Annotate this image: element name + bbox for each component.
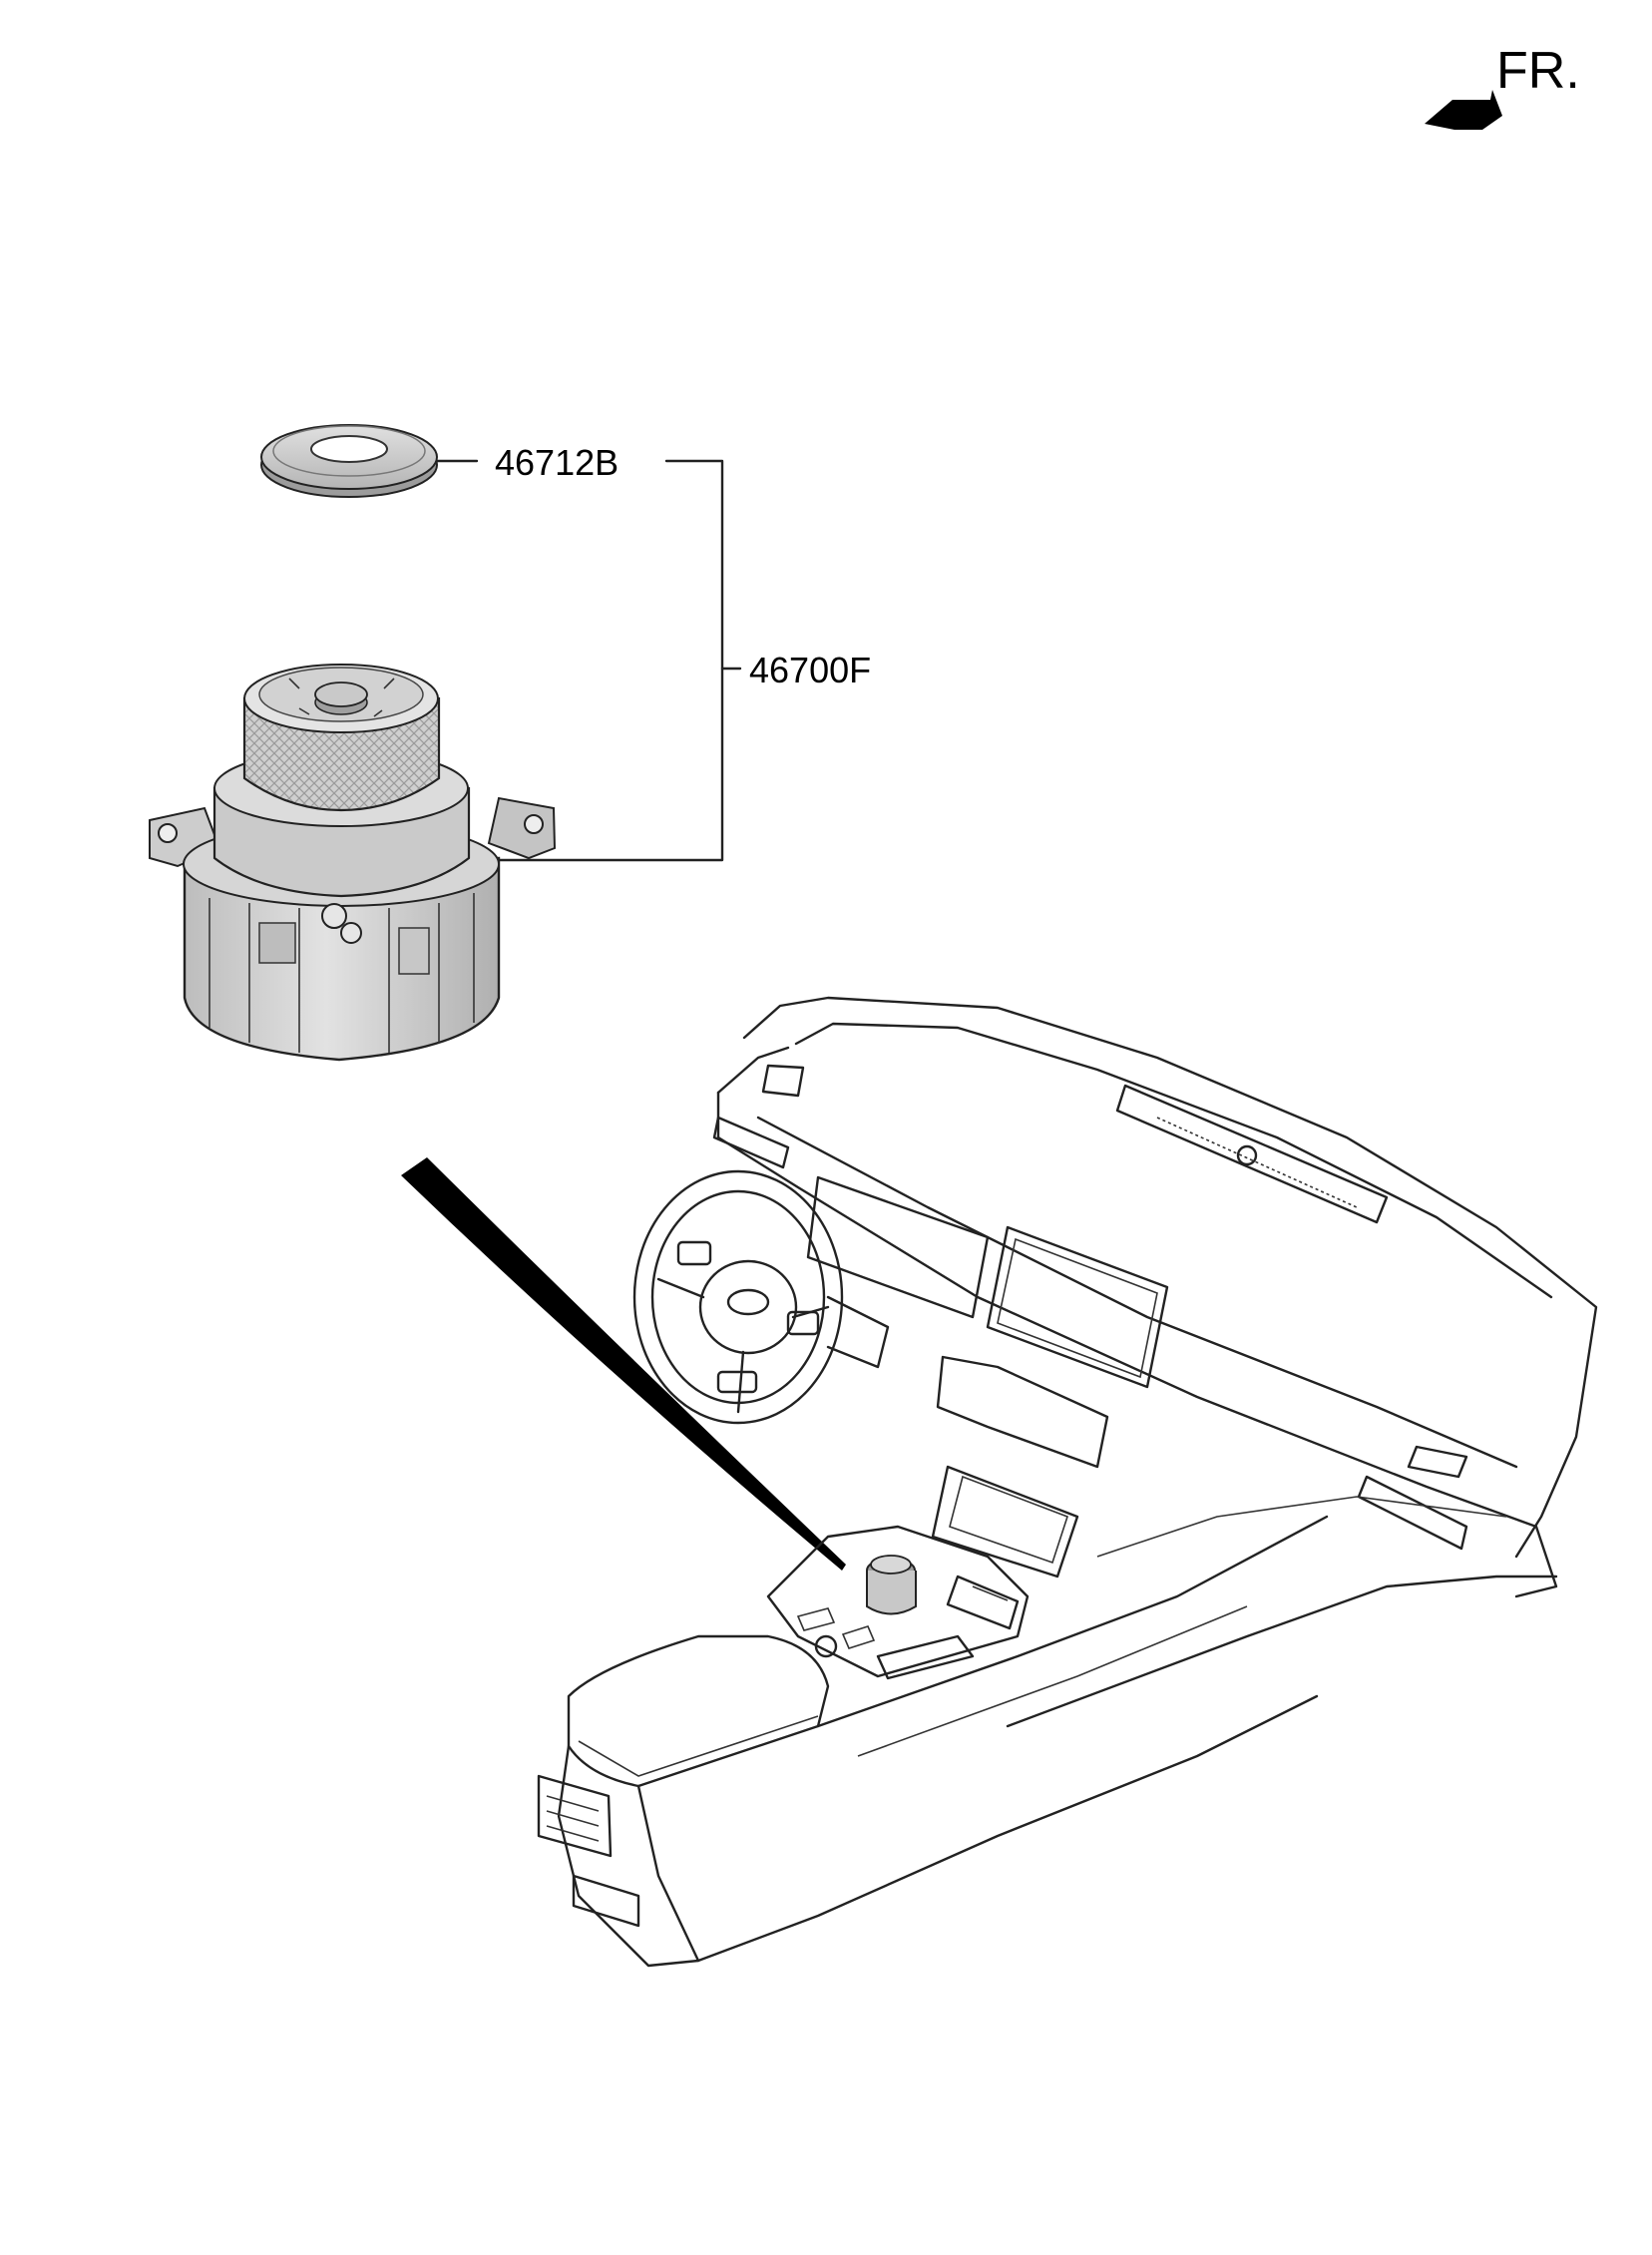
front-direction-indicator: FR. <box>1425 42 1580 130</box>
part-46712B-cover-ring <box>260 424 438 498</box>
location-pointer <box>401 1157 846 1571</box>
part-label-46712B: 46712B <box>495 442 619 483</box>
vehicle-interior-illustration <box>537 996 1598 1968</box>
part-46700F-dial-assembly <box>149 664 557 1062</box>
part-label-46700F: 46700F <box>749 650 871 690</box>
leader-lines <box>435 459 742 862</box>
front-direction-label: FR. <box>1496 42 1580 100</box>
front-direction-arrow-icon <box>1425 90 1502 130</box>
